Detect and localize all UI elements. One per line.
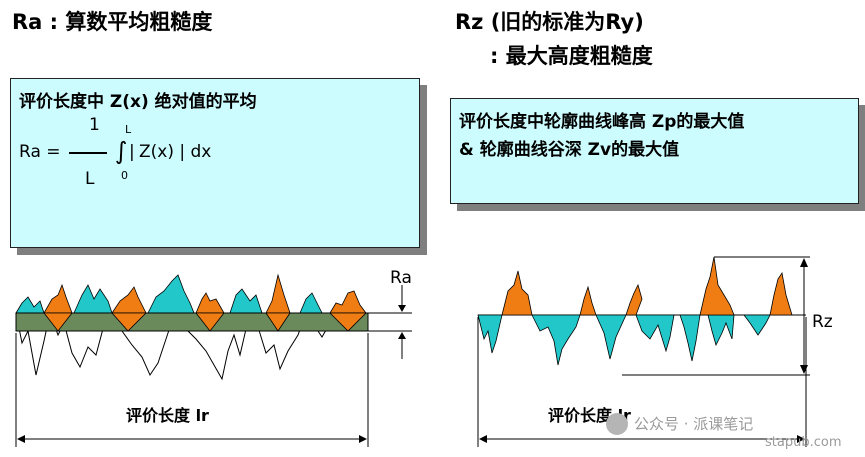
- watermark-site: stapub.com: [765, 435, 842, 450]
- ra-cyan-peak-4: [229, 288, 263, 314]
- rz-valley-1: [477, 314, 503, 354]
- ra-formula-lower-limit: 0: [121, 169, 128, 182]
- wechat-logo-icon: [606, 413, 628, 435]
- ra-formula-body: Z(x) | dx: [139, 142, 212, 162]
- rz-definition-line2: & 轮廓曲线谷深 Zv的最大值: [459, 140, 680, 160]
- rz-valley-2: [531, 314, 581, 366]
- rz-length-arrowhead-right: [797, 435, 805, 443]
- rz-definition-line1: 评价长度中轮廓曲线峰高 Zp的最大值: [459, 112, 745, 132]
- rz-valley-3: [595, 314, 627, 360]
- ra-length-label: 评价长度 lr: [126, 406, 209, 425]
- rz-marker-label: Rz: [812, 312, 833, 332]
- rz-arrowhead-bottom: [800, 365, 808, 374]
- ra-cyan-peak-3: [147, 274, 195, 314]
- rz-profile-diagram: Rz 评价长度 lr: [477, 256, 833, 447]
- rz-peak-5: [769, 271, 793, 316]
- ra-formula-numerator: 1: [89, 115, 100, 135]
- ra-formula-abs-bar: |: [129, 142, 135, 162]
- ra-band-orange-2: [111, 312, 147, 332]
- left-title: Ra : 算数平均粗糙度: [12, 10, 213, 34]
- rz-valley-5: [679, 314, 701, 362]
- rz-valley-6: [707, 314, 735, 347]
- ra-formula-integral-sign: ∫: [115, 137, 128, 165]
- ra-formula-lhs: Ra =: [19, 142, 61, 162]
- rz-length-arrowhead-left: [479, 435, 487, 443]
- ra-formula-fraction-bar: [69, 152, 107, 154]
- ra-band-orange-4: [265, 312, 291, 332]
- rz-valley-7: [743, 314, 771, 336]
- ra-length-arrowhead-right: [359, 435, 367, 443]
- rz-definition-box: 评价长度中轮廓曲线峰高 Zp的最大值 & 轮廓曲线谷深 Zv的最大值: [450, 98, 859, 204]
- rz-valley-4: [635, 314, 675, 353]
- ra-formula-upper-limit: L: [125, 123, 132, 136]
- ra-profile-diagram: Ra 评价长度 lr: [15, 268, 412, 447]
- ra-cyan-peak-1: [15, 296, 45, 314]
- ra-orange-peak-3: [195, 292, 225, 314]
- ra-band-orange-5: [329, 312, 367, 332]
- rz-peak-1: [501, 270, 533, 316]
- ra-cyan-peak-5: [299, 292, 323, 314]
- rz-arrowhead-top: [800, 258, 808, 267]
- ra-definition-text: 评价长度中 Z(x) 绝对值的平均: [19, 92, 257, 112]
- rz-peak-3: [625, 283, 643, 316]
- ra-orange-peak-5: [329, 290, 367, 314]
- ra-band-orange-1: [43, 312, 73, 332]
- ra-marker-label: Ra: [390, 268, 412, 288]
- right-title-line1: Rz (旧的标准为Ry): [455, 10, 644, 34]
- ra-formula-denominator: L: [85, 169, 95, 189]
- ra-marker-arrowhead-down: [398, 305, 406, 312]
- ra-marker-arrowhead-up: [398, 332, 406, 339]
- ra-orange-peak-4: [265, 273, 291, 314]
- rz-peak-2: [579, 285, 597, 316]
- ra-band-orange-3: [195, 312, 225, 332]
- ra-orange-peak-1: [43, 283, 73, 314]
- ra-orange-peak-2: [111, 286, 147, 314]
- ra-length-arrowhead-left: [17, 435, 25, 443]
- ra-definition-box: 评价长度中 Z(x) 绝对值的平均 1 Ra = L ∫ L 0 | Z(x) …: [10, 78, 420, 248]
- rz-peak-4: [699, 256, 735, 316]
- ra-cyan-peak-2: [73, 284, 113, 314]
- right-title-line2: : 最大高度粗糙度: [490, 44, 653, 68]
- watermark-text: 公众号 · 派课笔记: [634, 415, 754, 433]
